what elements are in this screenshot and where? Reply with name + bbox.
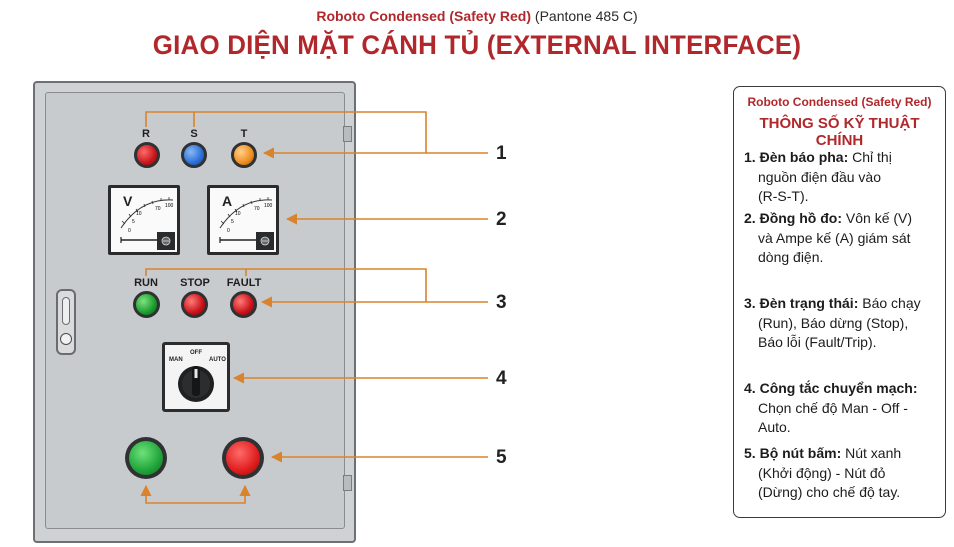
spec-item-1-line3: (R-S-T). bbox=[758, 188, 809, 204]
spec-item-4: 4. Công tắc chuyển mạch: Chọn chế độ Man… bbox=[744, 379, 940, 438]
stop-button[interactable] bbox=[222, 437, 264, 479]
spec-item-3-line1: Báo chạy bbox=[862, 295, 921, 311]
font-note-pantone: (Pantone 485 C) bbox=[534, 8, 638, 24]
status-lamp-run bbox=[133, 291, 160, 318]
door-lock-icon bbox=[60, 333, 72, 345]
door-hinge-top bbox=[343, 126, 352, 142]
spec-item-5-index: 5. bbox=[744, 445, 756, 461]
spec-item-4-index: 4. bbox=[744, 380, 756, 396]
ammeter-scale-0: 0 bbox=[227, 228, 230, 234]
selector-label-man: MAN bbox=[169, 357, 183, 363]
door-handle-slot bbox=[62, 297, 70, 325]
spec-item-3: 3. Đèn trạng thái: Báo chạy (Run), Báo d… bbox=[744, 294, 940, 353]
spec-item-5: 5. Bộ nút bấm: Nút xanh (Khởi động) - Nú… bbox=[744, 444, 940, 503]
spec-panel: Roboto Condensed (Safety Red) THÔNG SỐ K… bbox=[733, 86, 946, 518]
ammeter-scale-10: 10 bbox=[235, 211, 241, 217]
status-label-fault: FAULT bbox=[226, 277, 262, 289]
spec-item-2-term: Đồng hồ đo: bbox=[759, 210, 842, 226]
voltmeter: V 0 5 10 70 100 bbox=[108, 185, 180, 255]
phase-lamp-r bbox=[134, 142, 160, 168]
spec-item-3-line3: Báo lỗi (Fault/Trip). bbox=[758, 334, 877, 350]
ammeter-scale-5: 5 bbox=[231, 219, 234, 225]
callout-number-5: 5 bbox=[496, 447, 507, 468]
spec-title: THÔNG SỐ KỸ THUẬT CHÍNH bbox=[759, 115, 920, 149]
spec-item-4-line2: Chọn chế độ Man - Off - bbox=[758, 399, 908, 416]
spec-item-1-line1: Chỉ thị bbox=[852, 149, 892, 165]
phase-lamp-s bbox=[181, 142, 207, 168]
spec-item-2: 2. Đồng hồ đo: Vôn kế (V) và Ampe kế (A)… bbox=[744, 209, 940, 268]
spec-item-2-index: 2. bbox=[744, 210, 756, 226]
voltmeter-scale-5: 5 bbox=[132, 219, 135, 225]
voltmeter-scale-70: 70 bbox=[155, 206, 161, 212]
status-label-stop: STOP bbox=[180, 277, 210, 289]
status-lamp-stop bbox=[181, 291, 208, 318]
spec-item-1-line2: nguồn điện đầu vào bbox=[758, 168, 881, 185]
font-note: Roboto Condensed (Safety Red) (Pantone 4… bbox=[0, 8, 954, 24]
voltmeter-dial-icon: 0 5 10 70 100 bbox=[120, 197, 175, 250]
spec-item-3-term: Đèn trạng thái: bbox=[759, 295, 859, 311]
spec-item-1-index: 1. bbox=[744, 149, 756, 165]
status-label-run: RUN bbox=[134, 277, 158, 289]
spec-item-2-line3: dòng điện. bbox=[758, 249, 824, 265]
voltmeter-scale-0: 0 bbox=[128, 228, 131, 234]
spec-item-2-line1: Vôn kế (V) bbox=[845, 210, 913, 226]
phase-label-t: T bbox=[240, 128, 248, 140]
spec-item-5-line3: (Dừng) cho chế độ tay. bbox=[758, 484, 901, 500]
spec-font-note: Roboto Condensed (Safety Red) bbox=[747, 95, 932, 109]
selector-label-auto: AUTO bbox=[209, 357, 226, 363]
ammeter-scale-70: 70 bbox=[254, 206, 260, 212]
spec-item-2-line2: và Ampe kế (A) giám sát bbox=[758, 229, 911, 246]
spec-item-5-line2: (Khởi động) - Nút đỏ bbox=[758, 464, 886, 481]
voltmeter-scale-10: 10 bbox=[136, 211, 142, 217]
phase-label-r: R bbox=[142, 128, 150, 140]
ammeter-scale-100: 100 bbox=[264, 203, 273, 209]
voltmeter-symbol: V bbox=[123, 193, 133, 209]
start-button-cap[interactable] bbox=[129, 441, 163, 475]
phase-label-s: S bbox=[190, 128, 198, 140]
stop-button-cap[interactable] bbox=[226, 441, 260, 475]
spec-item-5-term: Bộ nút bấm: bbox=[759, 445, 842, 461]
page-title: GIAO DIỆN MẶT CÁNH TỦ (EXTERNAL INTERFAC… bbox=[152, 30, 802, 60]
callout-number-2: 2 bbox=[496, 209, 507, 230]
spec-item-4-line3: Auto. bbox=[758, 419, 791, 435]
status-lamp-fault bbox=[230, 291, 257, 318]
door-hinge-bottom bbox=[343, 475, 352, 491]
start-button[interactable] bbox=[125, 437, 167, 479]
spec-item-3-line2: (Run), Báo dừng (Stop), bbox=[758, 314, 909, 331]
spec-item-3-index: 3. bbox=[744, 295, 756, 311]
selector-label-off: OFF bbox=[190, 350, 202, 356]
ammeter-dial-icon: 0 5 10 70 100 bbox=[219, 197, 274, 250]
font-note-name: Roboto Condensed (Safety Red) bbox=[316, 8, 532, 24]
callout-number-4: 4 bbox=[496, 368, 507, 389]
voltmeter-scale-100: 100 bbox=[165, 203, 174, 209]
spec-item-1-term: Đèn báo pha: bbox=[759, 149, 849, 165]
selector-knob-icon[interactable] bbox=[162, 342, 230, 412]
callout-number-3: 3 bbox=[496, 292, 507, 313]
ammeter: A 0 5 10 70 100 bbox=[207, 185, 279, 255]
spec-item-1: 1. Đèn báo pha: Chỉ thị nguồn điện đầu v… bbox=[744, 148, 940, 207]
spec-item-5-line1: Nút xanh bbox=[845, 445, 902, 461]
callout-number-1: 1 bbox=[496, 143, 507, 164]
ammeter-symbol: A bbox=[222, 193, 233, 209]
phase-lamp-t bbox=[231, 142, 257, 168]
spec-item-4-term: Công tắc chuyển mạch: bbox=[759, 380, 918, 396]
